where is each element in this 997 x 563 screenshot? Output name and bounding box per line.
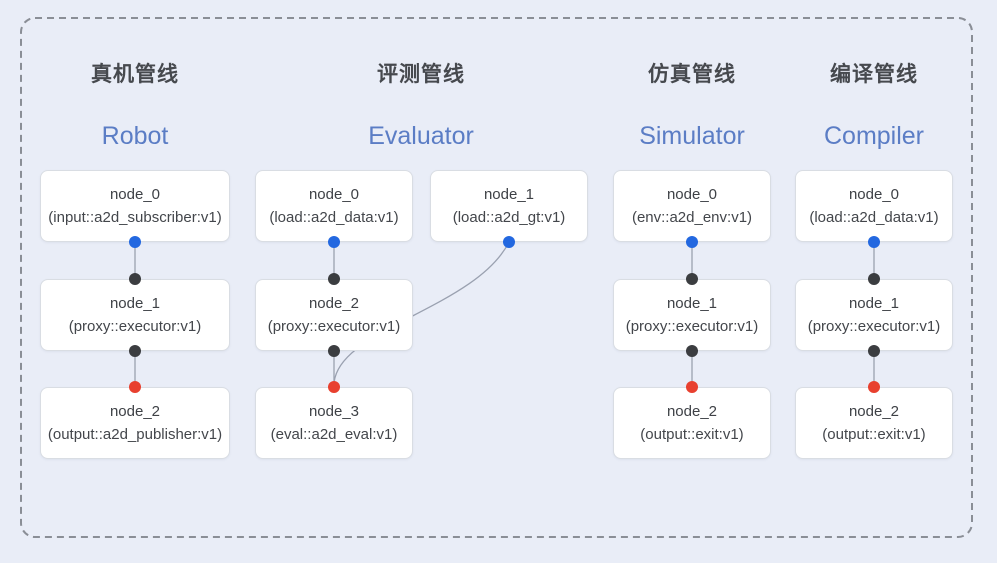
port-dot-blue [868, 236, 880, 248]
pipeline-title-en-robot: Robot [101, 122, 169, 150]
port-dot-black [129, 273, 141, 285]
port-dot-black [868, 273, 880, 285]
node-box-evaluator-2: node_2 (proxy::executor:v1) [255, 279, 413, 351]
pipeline-title-zh-simulator: 仿真管线 [648, 63, 736, 86]
node-type: (load::a2d_data:v1) [809, 209, 939, 226]
node-name: node_1 [666, 295, 718, 312]
node-type: (proxy::executor:v1) [267, 318, 401, 335]
pipeline-title-en-evaluator: Evaluator [368, 122, 474, 150]
node-type: (load::a2d_data:v1) [269, 209, 399, 226]
node-type: (proxy::executor:v1) [68, 318, 202, 335]
port-dot-black [868, 345, 880, 357]
node-name: node_2 [109, 403, 161, 420]
port-dot-red [686, 381, 698, 393]
node-box-compiler-0: node_0 (load::a2d_data:v1) [795, 170, 953, 242]
port-dot-black [328, 345, 340, 357]
node-type: (load::a2d_gt:v1) [452, 209, 566, 226]
port-dot-black [129, 345, 141, 357]
node-box-compiler-1: node_1 (proxy::executor:v1) [795, 279, 953, 351]
node-box-robot-0: node_0 (input::a2d_subscriber:v1) [40, 170, 230, 242]
node-name: node_2 [848, 403, 900, 420]
node-type: (proxy::executor:v1) [625, 318, 759, 335]
node-box-simulator-2: node_2 (output::exit:v1) [613, 387, 771, 459]
port-dot-blue [686, 236, 698, 248]
node-name: node_3 [308, 403, 360, 420]
port-dot-red [328, 381, 340, 393]
node-box-evaluator-1: node_1 (load::a2d_gt:v1) [430, 170, 588, 242]
node-name: node_0 [109, 186, 161, 203]
node-box-simulator-1: node_1 (proxy::executor:v1) [613, 279, 771, 351]
node-name: node_2 [666, 403, 718, 420]
node-name: node_1 [109, 295, 161, 312]
pipeline-title-zh-robot: 真机管线 [91, 63, 179, 86]
node-type: (eval::a2d_eval:v1) [270, 426, 398, 443]
port-dot-blue [129, 236, 141, 248]
node-name: node_2 [308, 295, 360, 312]
node-name: node_0 [848, 186, 900, 203]
port-dot-red [129, 381, 141, 393]
node-type: (env::a2d_env:v1) [631, 209, 753, 226]
node-type: (output::exit:v1) [640, 426, 744, 443]
node-type: (output::a2d_publisher:v1) [47, 426, 223, 443]
pipeline-title-en-simulator: Simulator [639, 122, 745, 150]
node-box-robot-2: node_2 (output::a2d_publisher:v1) [40, 387, 230, 459]
node-name: node_0 [666, 186, 718, 203]
node-box-evaluator-0: node_0 (load::a2d_data:v1) [255, 170, 413, 242]
port-dot-black [686, 345, 698, 357]
port-dot-black [686, 273, 698, 285]
node-name: node_0 [308, 186, 360, 203]
port-dot-blue [503, 236, 515, 248]
node-name: node_1 [848, 295, 900, 312]
node-type: (output::exit:v1) [822, 426, 926, 443]
port-dot-blue [328, 236, 340, 248]
node-type: (input::a2d_subscriber:v1) [48, 209, 222, 226]
dashed-border [20, 17, 973, 538]
pipeline-title-zh-compiler: 编译管线 [830, 63, 918, 86]
node-box-robot-1: node_1 (proxy::executor:v1) [40, 279, 230, 351]
node-name: node_1 [483, 186, 535, 203]
node-box-evaluator-3: node_3 (eval::a2d_eval:v1) [255, 387, 413, 459]
pipeline-title-en-compiler: Compiler [823, 122, 925, 150]
port-dot-red [868, 381, 880, 393]
node-box-simulator-0: node_0 (env::a2d_env:v1) [613, 170, 771, 242]
port-dot-black [328, 273, 340, 285]
pipeline-title-zh-evaluator: 评测管线 [377, 63, 465, 86]
node-box-compiler-2: node_2 (output::exit:v1) [795, 387, 953, 459]
node-type: (proxy::executor:v1) [807, 318, 941, 335]
